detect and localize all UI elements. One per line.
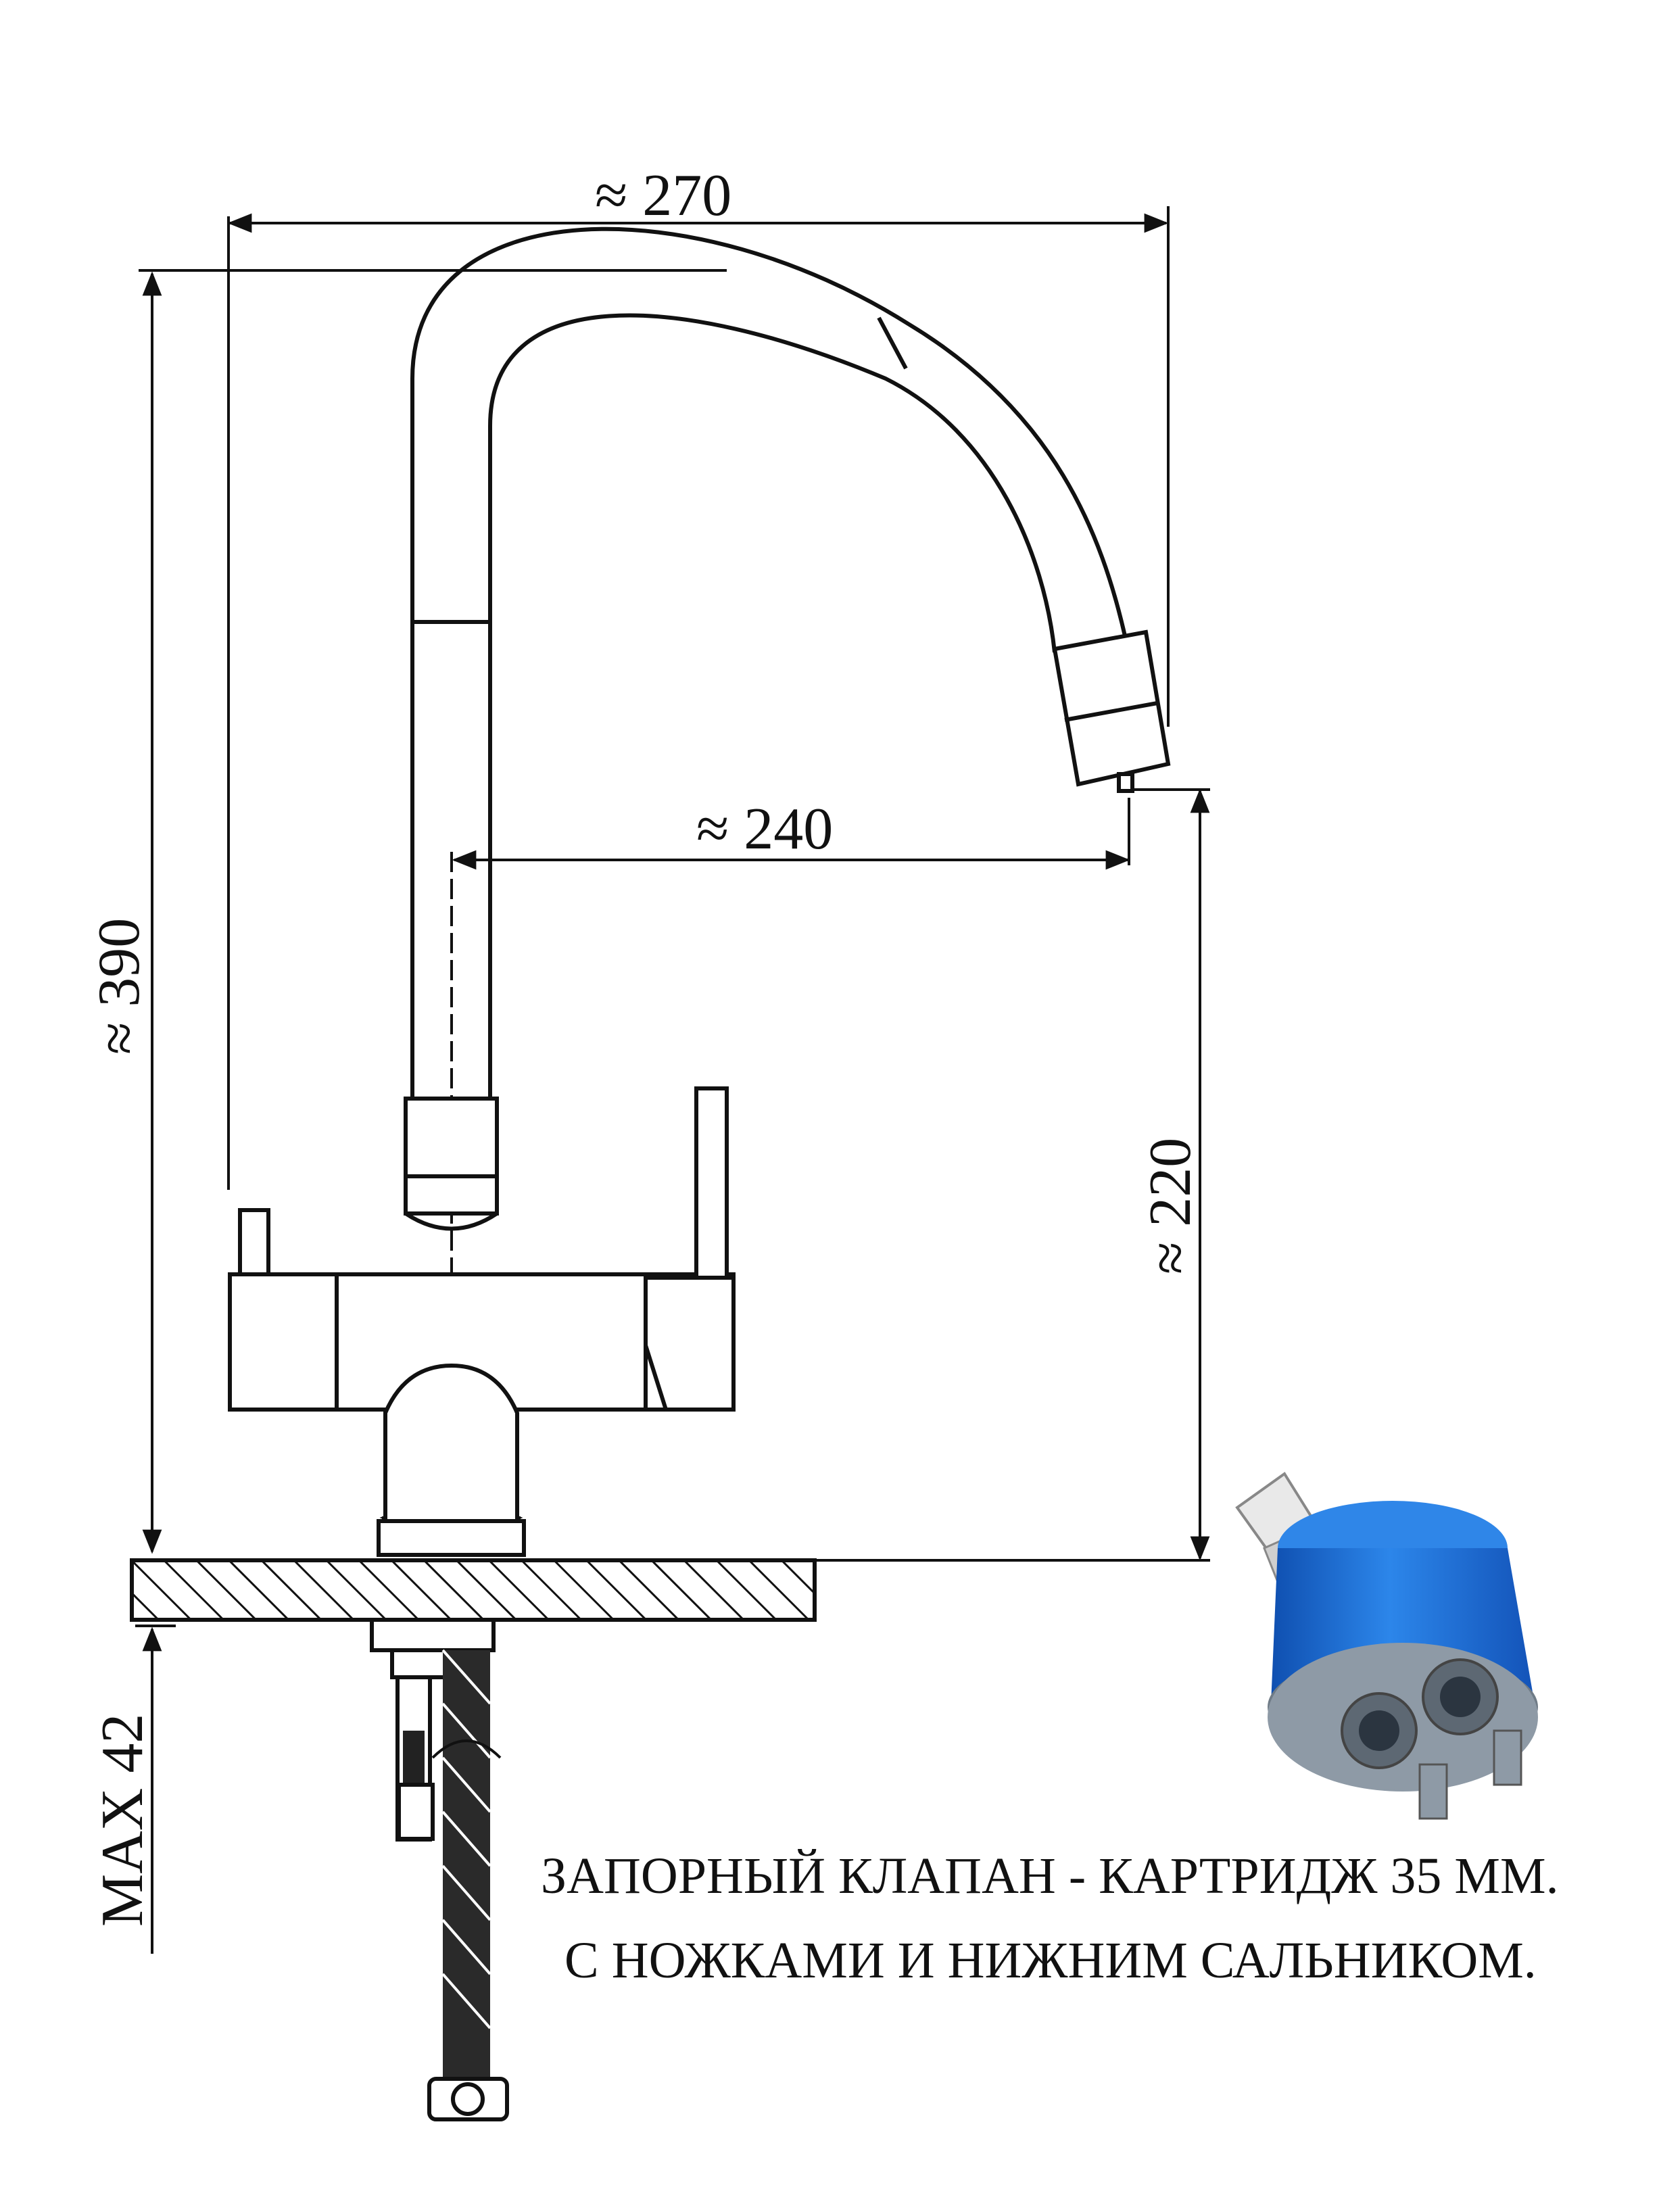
dimension-lines bbox=[135, 206, 1210, 1954]
cartridge-image bbox=[1235, 1472, 1538, 1820]
dim-width-total: ≈ 270 bbox=[595, 163, 731, 229]
dim-max-counter: MAX 42 bbox=[90, 1714, 155, 1927]
caption-line-1: ЗАПОРНЫЙ КЛАПАН - КАРТРИДЖ 35 ММ. bbox=[541, 1848, 1559, 1904]
under-counter-hardware bbox=[370, 1618, 509, 2121]
dim-reach: ≈ 240 bbox=[696, 796, 833, 862]
faucet-body bbox=[228, 226, 1171, 1557]
countertop bbox=[130, 1558, 817, 1622]
caption-line-2: С НОЖКАМИ И НИЖНИМ САЛЬНИКОМ. bbox=[564, 1932, 1537, 1989]
dim-spout-height: ≈ 220 bbox=[1138, 1138, 1203, 1274]
dim-height-total: ≈ 390 bbox=[87, 918, 152, 1055]
